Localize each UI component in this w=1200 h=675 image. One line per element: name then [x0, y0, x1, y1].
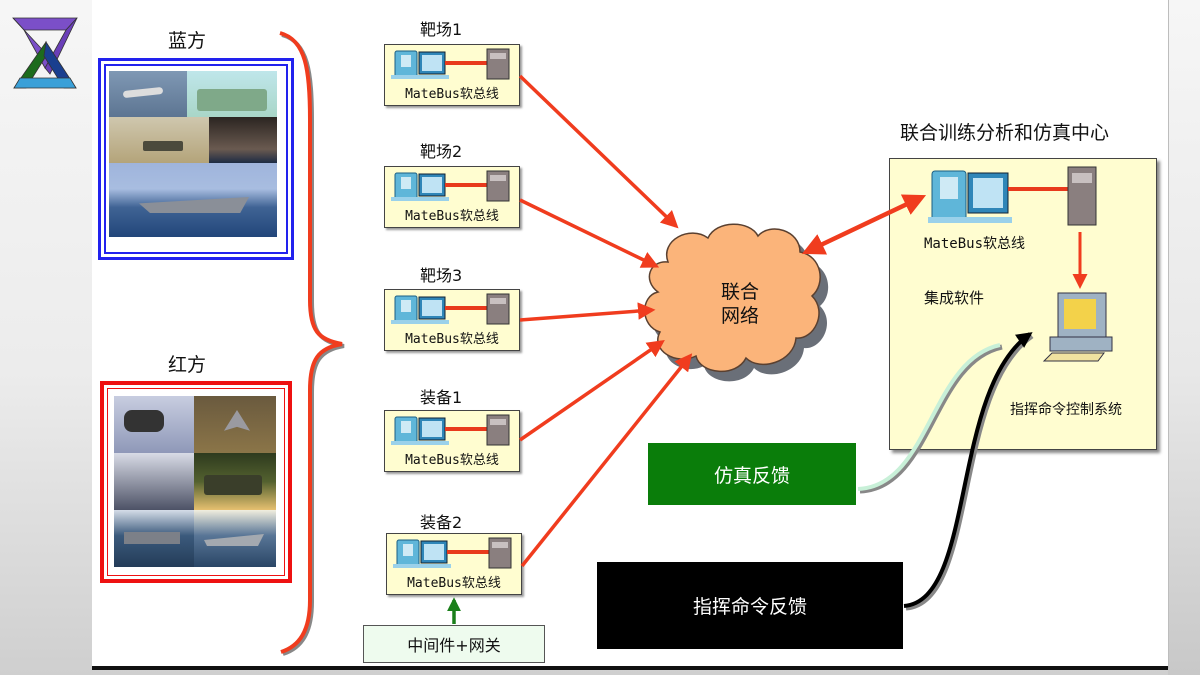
- node-range-2: MateBus软总线: [384, 166, 520, 228]
- center-bus-caption: MateBus软总线: [924, 236, 1026, 252]
- node-range-1: MateBus软总线: [384, 44, 520, 106]
- node-title-range-1: 靶场1: [420, 20, 463, 39]
- photo-attack-helicopter: [114, 396, 194, 453]
- photo-destroyer-ship: [109, 163, 277, 237]
- photo-fighter-jet: [109, 71, 187, 117]
- workstation-server-icon: [391, 48, 510, 80]
- photo-landing-craft: [209, 117, 277, 163]
- photo-destroyer-ship: [194, 510, 276, 567]
- bottom-rule: [92, 666, 1168, 670]
- command-feedback-box: 指挥命令反馈: [597, 562, 903, 649]
- left-margin: [0, 0, 92, 675]
- simulation-feedback-box: 仿真反馈: [648, 443, 856, 505]
- workstation-server-icon: [391, 293, 510, 325]
- node-title-equipment-2: 装备2: [420, 513, 463, 532]
- joint-network-label: 联合 网络: [705, 280, 775, 328]
- workstation-server-icon: [391, 170, 510, 202]
- command-computer-icon: [1042, 292, 1113, 362]
- blue-side-photo-frame: [98, 58, 294, 260]
- photo-aircraft-carrier: [114, 510, 194, 567]
- photo-tanks-desert: [109, 117, 209, 163]
- node-range-3: MateBus软总线: [384, 289, 520, 351]
- integration-software-label: 集成软件: [924, 289, 985, 307]
- joint-network-line-1: 联合: [720, 281, 759, 303]
- right-margin: [1168, 0, 1200, 675]
- photo-tank-camouflage: [187, 71, 277, 117]
- middleware-gateway-box: 中间件+网关: [363, 625, 545, 663]
- workstation-server-icon: [393, 537, 512, 569]
- node-title-range-2: 靶场2: [420, 142, 463, 161]
- red-side-title: 红方: [168, 354, 207, 376]
- blue-side-title: 蓝方: [168, 30, 207, 52]
- command-control-system-label: 指挥命令控制系统: [1010, 402, 1122, 418]
- node-equipment-1: MateBus软总线: [384, 410, 520, 472]
- joint-network-line-2: 网络: [720, 305, 759, 327]
- node-caption: MateBus软总线: [405, 453, 499, 468]
- workstation-server-icon: [928, 166, 1097, 226]
- photo-armored-vehicle: [194, 453, 276, 510]
- center-title: 联合训练分析和仿真中心: [900, 122, 1110, 144]
- node-equipment-2: MateBus软总线: [386, 533, 522, 595]
- workstation-server-icon: [391, 414, 510, 446]
- node-title-range-3: 靶场3: [420, 266, 463, 285]
- node-caption: MateBus软总线: [407, 576, 501, 591]
- node-caption: MateBus软总线: [405, 332, 499, 347]
- photo-soldiers-vehicle: [114, 453, 194, 510]
- red-side-photo-frame: [100, 381, 292, 583]
- node-title-equipment-1: 装备1: [420, 388, 463, 407]
- photo-fighter-jet: [194, 396, 276, 453]
- analysis-simulation-center-box: MateBus软总线 集成软件 指挥命令控制系统: [889, 158, 1157, 450]
- node-caption: MateBus软总线: [405, 209, 499, 224]
- node-caption: MateBus软总线: [405, 87, 499, 102]
- double-triangle-logo-icon: [12, 17, 78, 89]
